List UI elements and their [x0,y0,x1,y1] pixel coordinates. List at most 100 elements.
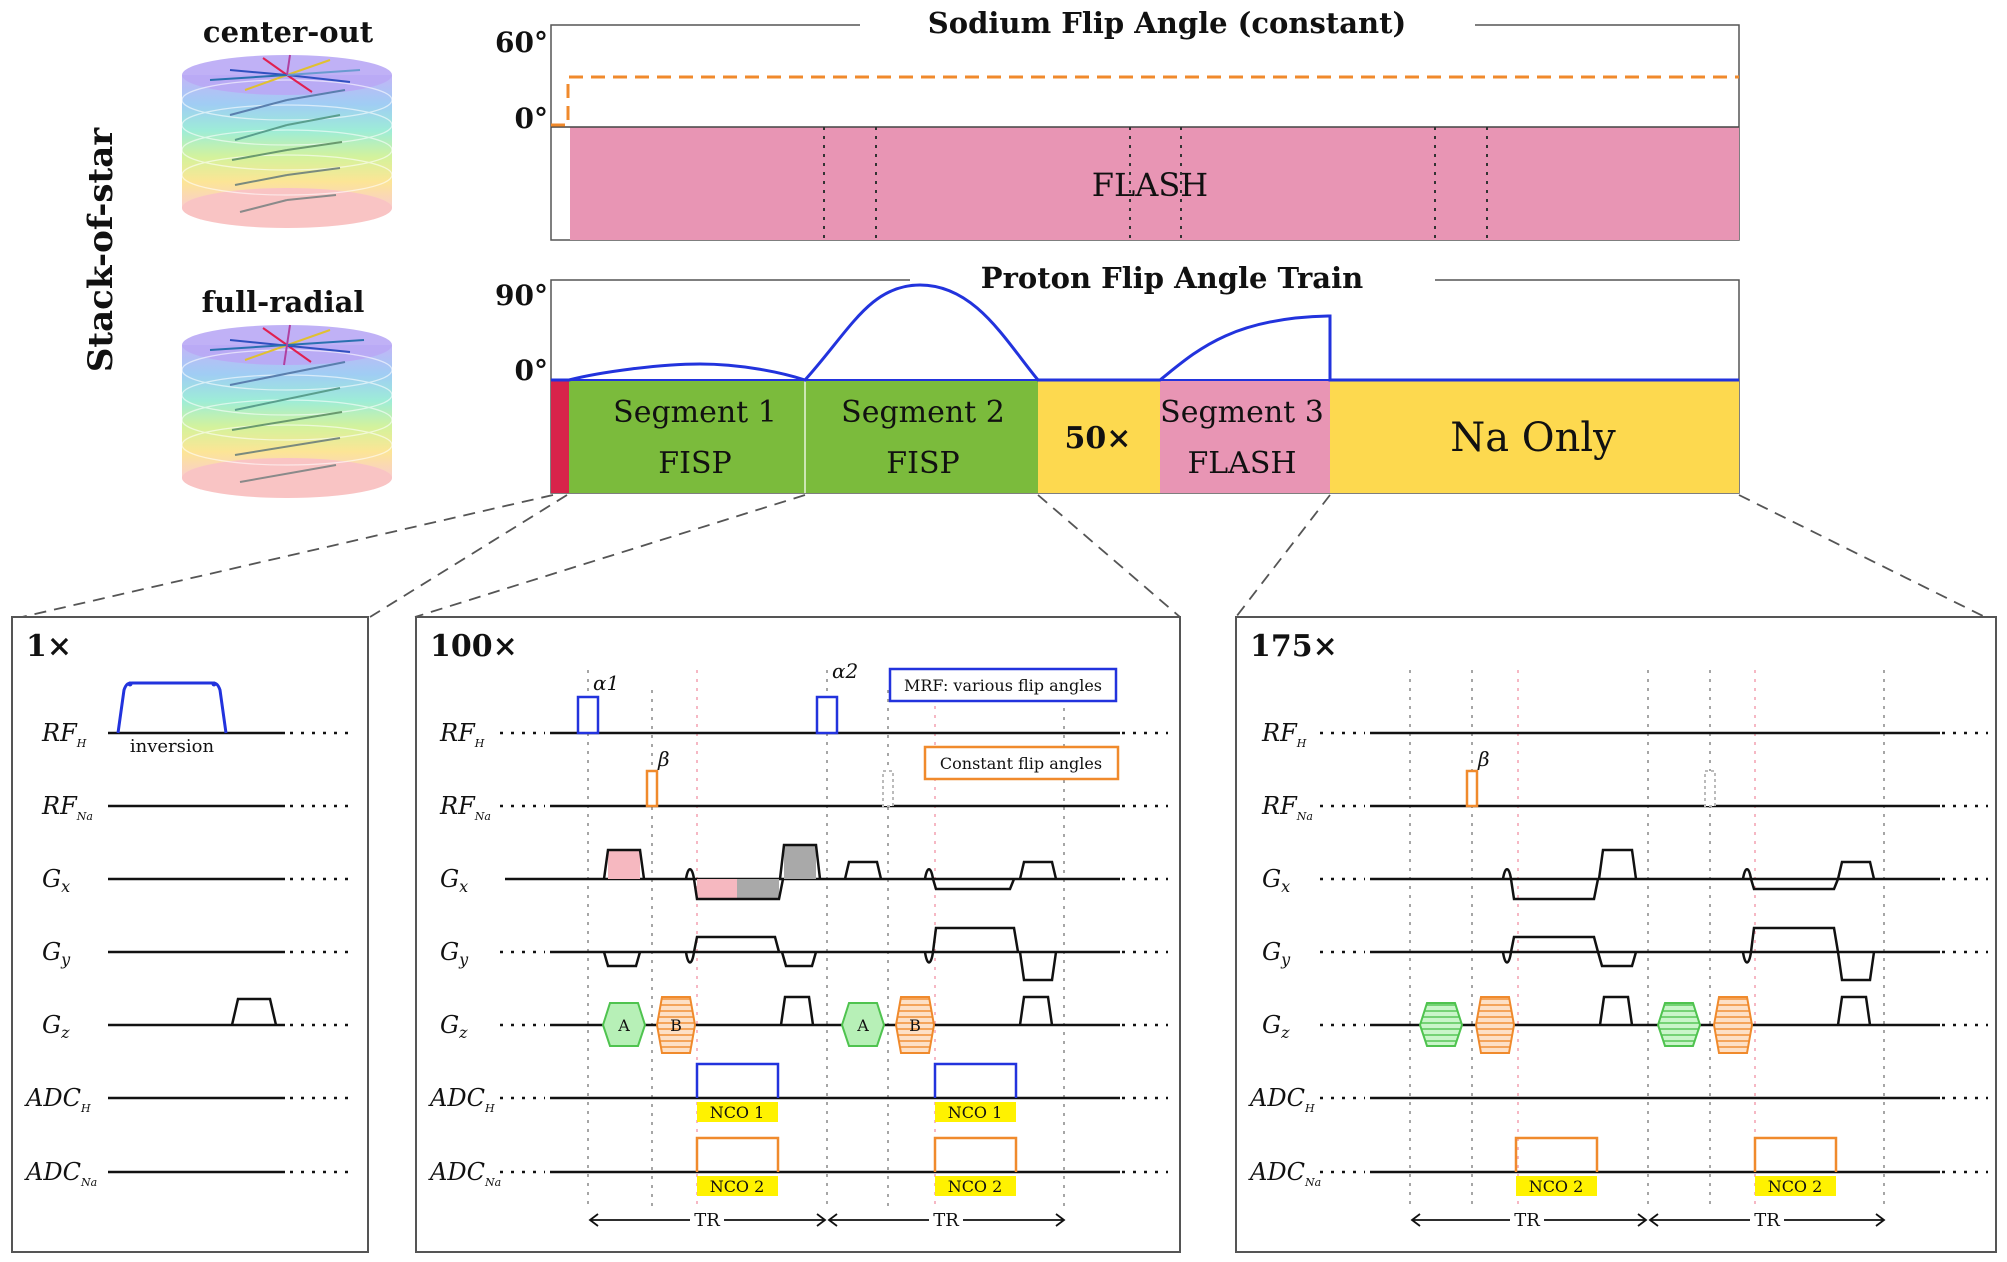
box2-gx-waveform [602,843,1058,901]
segment-3-label: Segment 3 [1160,395,1324,430]
sequence-box-inversion: 1× RFH RFNa Gx Gy Gz ADCH ADCNa [11,616,369,1253]
box3-gz-spoilers [1598,995,1872,1026]
left-panel: Stack-of-star center-out full-radial [81,15,393,498]
proton-plot-title: Proton Flip Angle Train [981,261,1363,295]
gx-lobe-pink [608,850,640,879]
gz-block-b-2 [894,996,936,1054]
segment-2-label: Segment 2 [841,395,1005,430]
inversion-pulse [116,681,228,734]
proton-flip-angle-plot: Proton Flip Angle Train 90° 0° Segment 1… [495,261,1740,494]
svg-text:ADCH: ADCH [428,1084,495,1115]
sodium-dividers [823,127,1488,240]
adc-h-window-1 [695,1062,780,1098]
inversion-block [551,380,569,493]
gx-readout-pink [697,879,737,899]
radial-spokes [209,54,361,213]
box3-gz-block-orange-1 [1474,996,1516,1054]
segment-1-type: FISP [658,446,731,481]
alpha1-label: α1 [593,671,619,695]
center-out-stack-illustration [181,54,393,228]
box3-nco2-label-2: NCO 2 [1768,1177,1823,1196]
gz-label-a-1: A [617,1016,630,1035]
segment-1-label: Segment 1 [613,395,777,430]
constant-legend-text: Constant flip angles [940,754,1102,773]
box2-continuation-dots [500,731,1168,1174]
svg-text:Gx: Gx [42,865,70,896]
mrf-legend-box [888,667,1118,703]
na-pulse-2-inactive [882,770,894,807]
box3-gz-block-green-2 [1656,1002,1702,1047]
na-only-block [1330,380,1739,493]
box3-repeat-label: 175× [1250,629,1338,664]
segment-3-block [1160,380,1330,493]
box3-gz-block-orange-2 [1712,996,1754,1054]
box1-baselines [108,731,285,1174]
box2-repeat-label: 100× [430,629,518,664]
segment-2-type: FISP [886,446,959,481]
constant-legend-box [923,745,1120,781]
radial-spokes [209,324,365,483]
adc-h-window-2 [933,1062,1018,1098]
adc-na-window-1 [695,1136,780,1172]
box3-adc-na-window-2 [1753,1136,1838,1172]
inversion-label: inversion [130,736,215,757]
gz-block-a-1 [601,1002,647,1047]
box3-gz-block-green-1 [1418,1002,1464,1047]
svg-text:ADCH: ADCH [1248,1084,1315,1115]
na-only-label: Na Only [1450,415,1616,461]
gz-block-b-1 [655,996,697,1054]
tr-label-2: TR [933,1210,959,1231]
sequence-box-na-only: 175× RFH RFNa Gx Gy Gz ADCH ADCNa [1235,616,1997,1253]
segment-1-block [569,380,805,493]
box3-nco2-label-1: NCO 2 [1529,1177,1584,1196]
box3-baselines [1370,731,1940,1174]
box3-na-pulse-2-inactive [1704,770,1716,807]
sodium-flip-angle-line [551,75,1739,127]
segment-3-type: FLASH [1187,446,1296,481]
proton-flip-angle-curve [551,283,1739,382]
proton-y-zero-label: 0° [515,354,548,387]
sodium-y-zero-label: 0° [515,102,548,135]
box3-gy-waveform [1501,926,1876,982]
gx-readout-grey [737,879,779,899]
adc-na-window-2 [933,1136,1018,1172]
gx-lobe-grey [784,845,816,879]
zoom-connector-lines [21,494,1986,618]
full-radial-stack-illustration [181,324,393,498]
box3-timing-markers [1409,670,1885,1210]
tr-label-1: TR [694,1210,720,1231]
svg-text:ADCH: ADCH [24,1084,91,1115]
box3-tr-label-1: TR [1514,1210,1540,1231]
na-pulse-1 [645,769,659,808]
mrf-pulse-1 [576,695,600,735]
box2-gy-waveform [602,926,1058,982]
box3-continuation-dots [1320,731,1988,1174]
sodium-flash-label: FLASH [1092,166,1208,204]
box3-beta-label: β [1477,747,1490,771]
box3-na-pulse-1 [1465,769,1479,808]
alpha2-label: α2 [832,659,858,683]
gz-block-a-2 [840,1002,886,1047]
box3-tr-label-2: TR [1754,1210,1780,1231]
box2-tr-arrows [588,1213,1066,1227]
proton-y-max-label: 90° [495,279,548,312]
gz-label-b-1: B [670,1016,682,1035]
sodium-plot-title: Sodium Flip Angle (constant) [928,6,1406,40]
full-radial-label: full-radial [202,285,365,319]
box2-timing-markers [587,670,1065,1210]
segment-2-block [805,380,1038,493]
mrf-legend-text: MRF: various flip angles [904,676,1102,695]
box1-gz-spoiler [230,997,278,1026]
stack-of-star-title: Stack-of-star [81,127,121,372]
sequence-box-segment: 100× RFH RFNa Gx Gy Gz ADCH ADCNa [415,616,1181,1253]
sodium-flash-bar [570,127,1739,240]
gz-label-a-2: A [856,1016,869,1035]
beta-label: β [657,747,670,771]
sodium-flip-angle-plot: Sodium Flip Angle (constant) 60° 0° FLAS… [495,6,1740,241]
box1-repeat-label: 1× [26,629,72,664]
nco1-label-1: NCO 1 [710,1103,765,1122]
box2-gz-spoilers [779,995,1054,1026]
nco2-label-1: NCO 2 [710,1177,765,1196]
box1-channel-labels: RFH RFNa Gx Gy Gz ADCH ADCNa [24,719,97,1189]
center-out-label: center-out [203,15,374,49]
